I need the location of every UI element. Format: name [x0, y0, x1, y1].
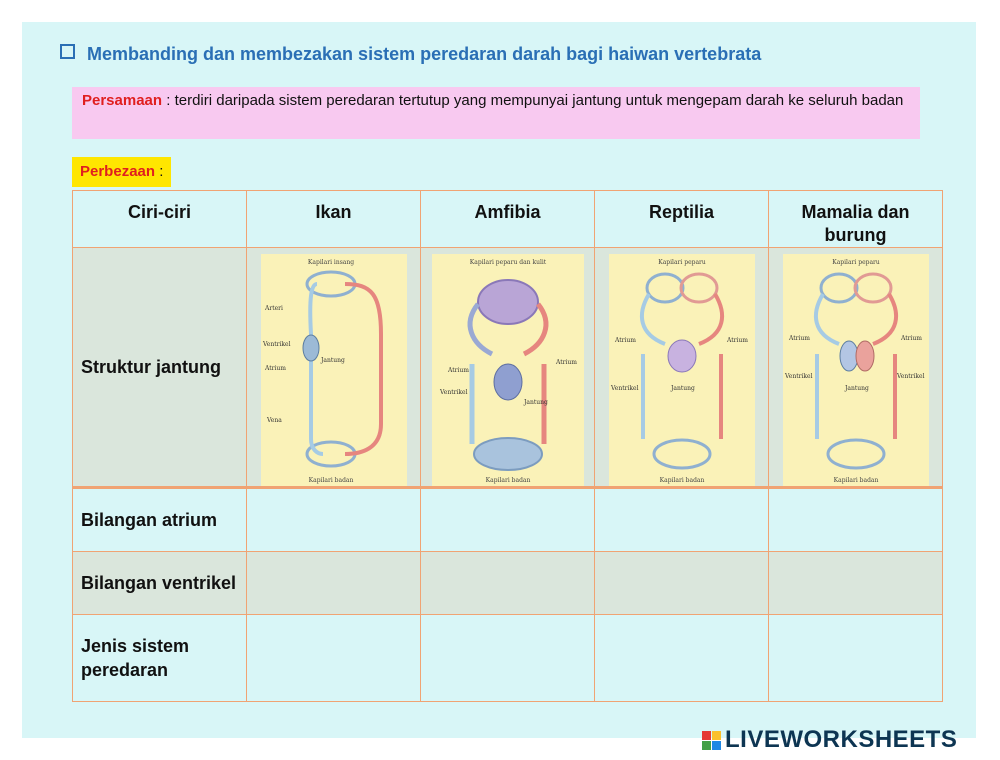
liveworksheets-logo-text: LIVEWORKSHEETS	[725, 726, 958, 753]
svg-text:Ventrikel: Ventrikel	[896, 373, 925, 380]
svg-text:Jantung: Jantung	[320, 357, 345, 364]
amphibian-circulation-diagram: Kapilari peparu dan kulit Atrium Atrium …	[431, 254, 584, 486]
svg-text:Jantung: Jantung	[523, 399, 548, 406]
svg-text:Atrium: Atrium	[726, 337, 748, 344]
header-reptilia: Reptilia	[594, 190, 769, 248]
answer-cell-atrium-reptilia[interactable]	[594, 487, 769, 552]
reptile-circulation-diagram: Kapilari peparu Atrium Atrium Ventrikel …	[608, 254, 755, 486]
answer-cell-ventrikel-ikan[interactable]	[246, 551, 421, 615]
svg-text:Arteri: Arteri	[264, 305, 283, 312]
answer-cell-ventrikel-reptilia[interactable]	[594, 551, 769, 615]
liveworksheets-logo-icon	[702, 730, 721, 750]
cell-amfibia-diagram: Kapilari peparu dan kulit Atrium Atrium …	[420, 247, 595, 489]
answer-cell-ventrikel-mamalia[interactable]	[768, 551, 943, 615]
svg-text:Atrium: Atrium	[788, 335, 810, 342]
answer-cell-jenis-amfibia[interactable]	[420, 614, 595, 702]
svg-text:Vena: Vena	[266, 417, 282, 424]
svg-text:Kapilari peparu: Kapilari peparu	[832, 259, 880, 266]
answer-cell-atrium-ikan[interactable]	[246, 487, 421, 552]
svg-text:Atrium: Atrium	[555, 359, 577, 366]
svg-text:Ventrikel: Ventrikel	[610, 385, 639, 392]
similarity-box: Persamaan : terdiri daripada sistem pere…	[72, 87, 920, 139]
fish-circulation-diagram: Kapilari insang Arteri Ventrikel Atrium …	[260, 254, 407, 486]
answer-cell-jenis-mamalia[interactable]	[768, 614, 943, 702]
svg-text:Ventrikel: Ventrikel	[262, 341, 291, 348]
svg-text:Ventrikel: Ventrikel	[784, 373, 813, 380]
answer-cell-atrium-mamalia[interactable]	[768, 487, 943, 552]
svg-text:Kapilari peparu: Kapilari peparu	[658, 259, 706, 266]
mammal-circulation-diagram: Kapilari peparu Atrium Atrium Ventrikel …	[782, 254, 929, 486]
difference-key: Perbezaan	[80, 163, 156, 180]
similarity-text: : terdiri daripada sistem peredaran tert…	[162, 92, 904, 109]
page-title: Membanding dan membezakan sistem peredar…	[60, 44, 761, 65]
svg-text:Atrium: Atrium	[900, 335, 922, 342]
row-label-jenis: Jenis sistem peredaran	[72, 614, 247, 702]
svg-text:Jantung: Jantung	[670, 385, 695, 392]
svg-text:Kapilari insang: Kapilari insang	[307, 259, 353, 266]
svg-text:Atrium: Atrium	[614, 337, 636, 344]
header-ikan: Ikan	[246, 190, 421, 248]
svg-text:Ventrikel: Ventrikel	[439, 389, 468, 396]
answer-cell-jenis-reptilia[interactable]	[594, 614, 769, 702]
svg-text:Kapilari badan: Kapilari badan	[308, 477, 353, 484]
header-amfibia: Amfibia	[420, 190, 595, 248]
comparison-table: Ciri-ciri Ikan Amfibia Reptilia Mamalia …	[72, 190, 943, 702]
svg-text:Kapilari badan: Kapilari badan	[659, 477, 704, 484]
difference-label: Perbezaan :	[72, 157, 172, 187]
cell-reptilia-diagram: Kapilari peparu Atrium Atrium Ventrikel …	[594, 247, 769, 489]
svg-text:Atrium: Atrium	[447, 367, 469, 374]
cell-mamalia-diagram: Kapilari peparu Atrium Atrium Ventrikel …	[768, 247, 943, 489]
row-label-atrium: Bilangan atrium	[72, 487, 247, 552]
answer-cell-ventrikel-amfibia[interactable]	[420, 551, 595, 615]
answer-cell-atrium-amfibia[interactable]	[420, 487, 595, 552]
svg-text:Kapilari badan: Kapilari badan	[485, 477, 530, 484]
header-ciri: Ciri-ciri	[72, 190, 247, 248]
similarity-key: Persamaan	[82, 92, 163, 109]
liveworksheets-logo: LIVEWORKSHEETS	[702, 726, 958, 753]
svg-text:Jantung: Jantung	[844, 385, 869, 392]
header-mamalia: Mamalia dan burung	[768, 190, 943, 248]
svg-text:Kapilari badan: Kapilari badan	[833, 477, 878, 484]
answer-cell-jenis-ikan[interactable]	[246, 614, 421, 702]
svg-text:Kapilari peparu dan kulit: Kapilari peparu dan kulit	[469, 259, 546, 266]
row-label-struktur: Struktur jantung	[72, 247, 247, 489]
cell-ikan-diagram: Kapilari insang Arteri Ventrikel Atrium …	[246, 247, 421, 489]
row-label-ventrikel: Bilangan ventrikel	[72, 551, 247, 615]
checkbox-bullet-icon	[60, 44, 75, 59]
svg-text:Atrium: Atrium	[264, 365, 286, 372]
